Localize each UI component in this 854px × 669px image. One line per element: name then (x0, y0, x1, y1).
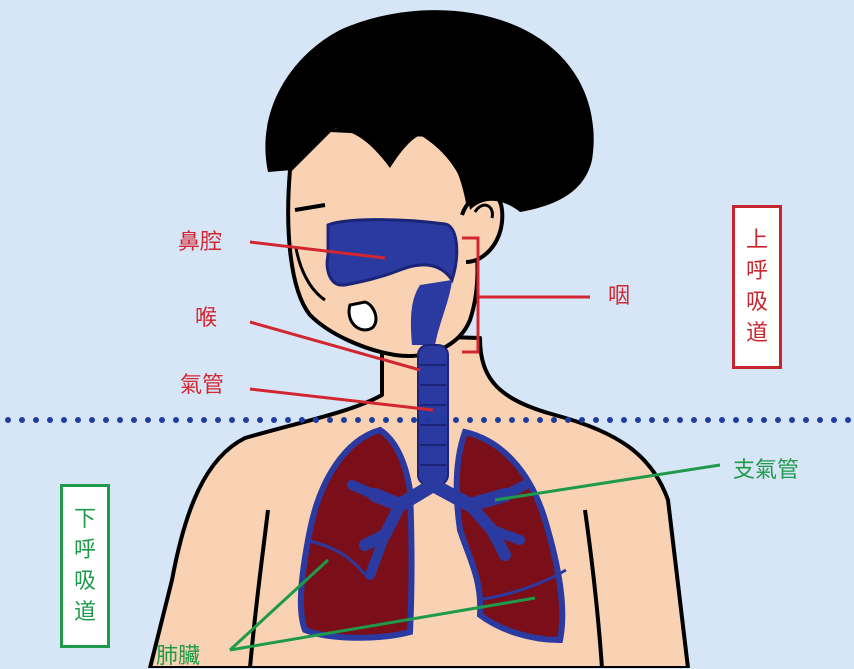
label-lungs: 肺臟 (156, 646, 200, 668)
label-larynx: 喉 (195, 308, 217, 330)
lower-tract-char: 吸 (74, 566, 96, 597)
lower-tract-char: 道 (74, 597, 96, 628)
label-trachea: 氣管 (180, 375, 224, 397)
label-nasal-cavity: 鼻腔 (178, 232, 222, 254)
upper-tract-char: 道 (746, 318, 768, 349)
upper-tract-char: 吸 (746, 287, 768, 318)
lower-tract-char: 呼 (74, 535, 96, 566)
ear (462, 194, 502, 262)
label-pharynx: 咽 (608, 286, 630, 308)
upper-respiratory-tract-box: 上 呼 吸 道 (732, 205, 782, 369)
lower-respiratory-tract-box: 下 呼 吸 道 (60, 484, 110, 648)
lower-tract-char: 下 (74, 504, 96, 535)
upper-tract-char: 呼 (746, 256, 768, 287)
upper-tract-char: 上 (746, 225, 768, 256)
label-bronchi: 支氣管 (733, 460, 799, 482)
mouth (349, 302, 376, 330)
